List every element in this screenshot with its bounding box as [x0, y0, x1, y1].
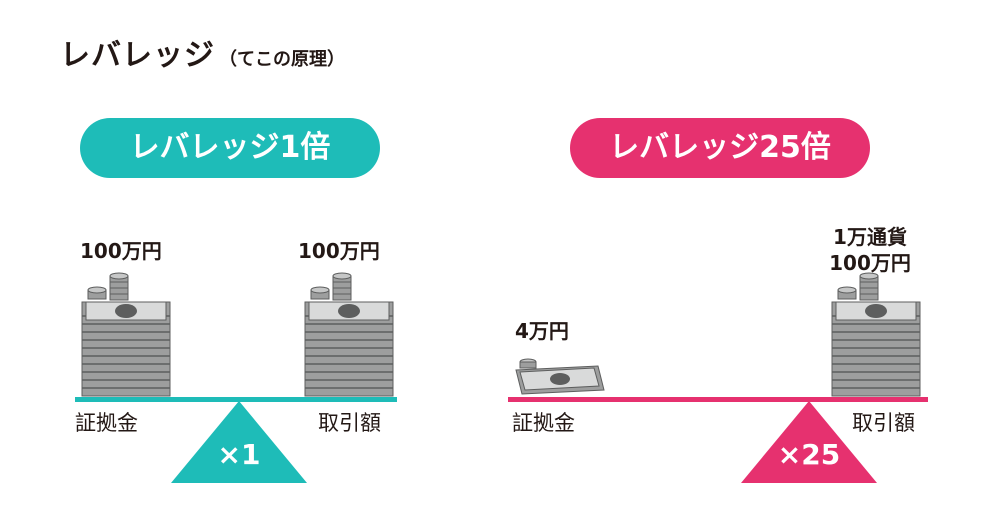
- leverage-25x-badge: レバレッジ25倍: [570, 118, 870, 178]
- coin-stack-icon: [87, 272, 129, 301]
- money-stack-icon: [81, 272, 171, 397]
- left-fulcrum: [171, 401, 307, 483]
- right-fulcrum: [741, 401, 877, 483]
- money-stack-icon: [304, 272, 394, 397]
- right-trade-label: 取引額: [852, 411, 915, 435]
- right-trade-amount-line2: 100万円: [829, 251, 911, 275]
- left-margin-label: 証拠金: [75, 411, 138, 435]
- page-title: レバレッジ（てこの原理）: [60, 30, 345, 74]
- single-bill-icon: [515, 358, 605, 395]
- right-margin-label: 証拠金: [512, 411, 575, 435]
- left-trade-amount: 100万円: [298, 239, 380, 263]
- title-main: レバレッジ: [60, 38, 215, 73]
- coin-stack-icon: [310, 272, 352, 301]
- coin-stack-icon: [837, 272, 879, 301]
- leverage-1x-badge: レバレッジ1倍: [80, 118, 380, 178]
- left-margin-amount: 100万円: [80, 239, 162, 263]
- right-multiplier: ×25: [777, 438, 841, 471]
- right-margin-amount: 4万円: [515, 319, 569, 343]
- left-multiplier: ×1: [217, 438, 261, 471]
- right-balance-beam: [508, 397, 928, 402]
- left-balance-beam: [75, 397, 397, 402]
- right-trade-amount-line1: 1万通貨: [833, 225, 907, 249]
- money-stack-icon: [831, 272, 921, 397]
- title-sub: （てこの原理）: [219, 49, 345, 70]
- left-trade-label: 取引額: [318, 411, 381, 435]
